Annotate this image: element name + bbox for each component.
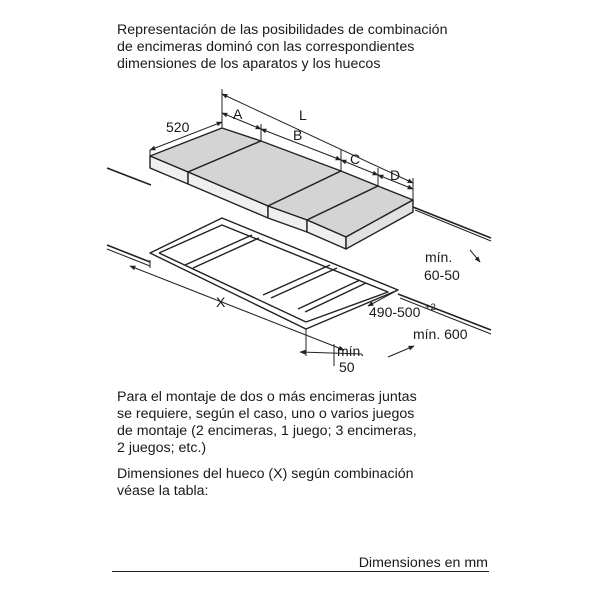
label-min-depth: mín. 600 [413,326,468,342]
diagram-labels: 520 A L B C D mín. 60-50 490-500 +2 mín.… [166,106,468,375]
footer-divider [112,571,489,572]
label-cutout-depth: 490-500 [369,304,421,320]
units-note: Dimensiones en mm [358,555,488,571]
label-min-side-line1: mín. [337,343,364,359]
mounting-line: 2 juegos; etc.) [117,440,207,456]
mounting-line: Para el montaje de dos o más encimeras j… [117,389,417,405]
intro-line: dimensiones de los aparatos y los huecos [117,56,381,72]
cutout-line: Dimensiones del hueco (X) según combinac… [117,466,414,482]
label-min-gap-line1: mín. [425,249,452,265]
label-x: X [216,294,226,310]
mounting-line: se requiere, según el caso, uno o varios… [117,406,415,422]
label-l: L [299,107,307,123]
label-a: A [233,106,243,122]
intro-line: Representación de las posibilidades de c… [117,22,448,38]
label-b: B [293,127,302,143]
mounting-paragraph: Para el montaje de dos o más encimeras j… [117,389,417,457]
cutout-paragraph: Dimensiones del hueco (X) según combinac… [117,466,414,500]
cooktop-modules [149,127,414,250]
upper-dimension-lines [149,89,414,200]
label-depth-520: 520 [166,119,190,135]
intro-line: de encimeras dominó con las correspondie… [117,39,415,55]
label-d: D [390,167,400,183]
upper-counter-edge [106,167,492,242]
label-c: C [350,151,360,167]
label-cutout-depth-sup: +2 [425,302,436,313]
cutout-line: véase la tabla: [117,483,209,499]
mounting-line: de montaje (2 encimeras, 1 juego; 3 enci… [117,423,417,439]
lower-dimension-lines [129,249,481,366]
intro-paragraph: Representación de las posibilidades de c… [117,22,447,73]
label-min-side-line2: 50 [339,359,355,375]
label-min-gap-line2: 60-50 [424,267,460,283]
lower-counter-edge [106,244,492,335]
